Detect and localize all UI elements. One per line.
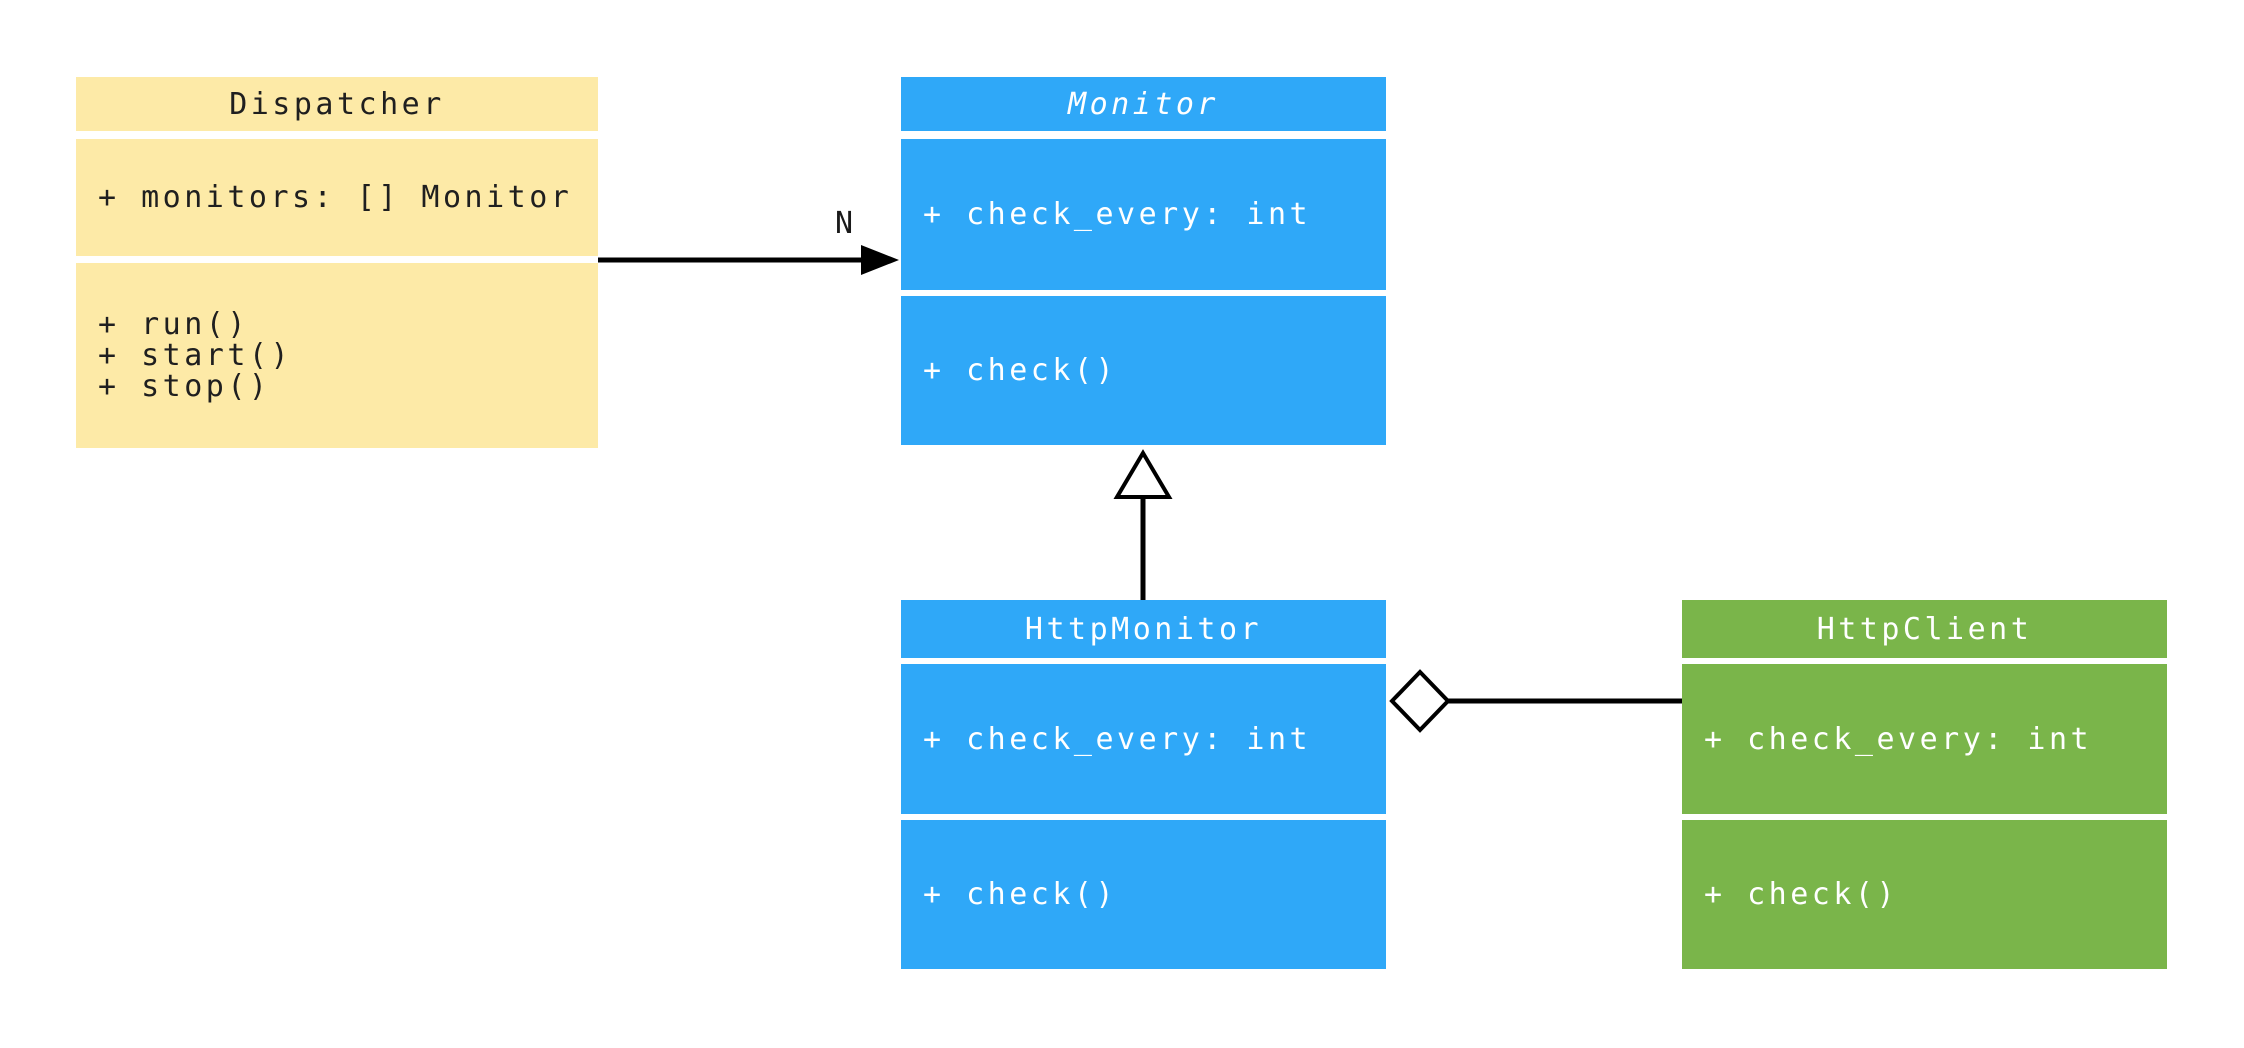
method: + stop()	[98, 369, 271, 404]
inheritance-triangle-icon	[1113, 449, 1173, 499]
class-box-httpclient: HttpClient + check_every: int + check()	[1682, 600, 2167, 969]
method: + start()	[98, 338, 293, 373]
class-title: HttpMonitor	[901, 600, 1386, 658]
class-attributes: + check_every: int	[901, 664, 1386, 814]
association-multiplicity-label: N	[834, 206, 854, 241]
association-arrowhead-icon	[861, 245, 899, 275]
class-title: Dispatcher	[76, 77, 598, 131]
attribute: + check_every: int	[923, 197, 1312, 232]
attribute: + check_every: int	[923, 721, 1312, 757]
method: + check()	[1704, 877, 1899, 912]
class-title-abstract: Monitor	[901, 77, 1386, 131]
class-box-dispatcher: Dispatcher + monitors: [] Monitor + run(…	[76, 77, 598, 448]
class-attributes: + check_every: int	[1682, 664, 2167, 814]
class-methods: + check()	[901, 296, 1386, 445]
aggregation-diamond-icon	[1389, 669, 1451, 733]
class-attributes: + monitors: [] Monitor	[76, 139, 598, 256]
method: + check()	[923, 877, 1118, 912]
class-methods: + check()	[901, 820, 1386, 969]
class-box-httpmonitor: HttpMonitor + check_every: int + check()	[901, 600, 1386, 969]
method: + run()	[98, 307, 249, 342]
attribute: + monitors: [] Monitor	[98, 180, 573, 215]
class-methods: + run() + start() + stop()	[76, 263, 598, 448]
attribute: + check_every: int	[1704, 721, 2093, 757]
class-attributes: + check_every: int	[901, 139, 1386, 290]
method: + check()	[923, 353, 1118, 388]
class-methods: + check()	[1682, 820, 2167, 969]
class-box-monitor: Monitor + check_every: int + check()	[901, 77, 1386, 445]
class-title: HttpClient	[1682, 600, 2167, 658]
